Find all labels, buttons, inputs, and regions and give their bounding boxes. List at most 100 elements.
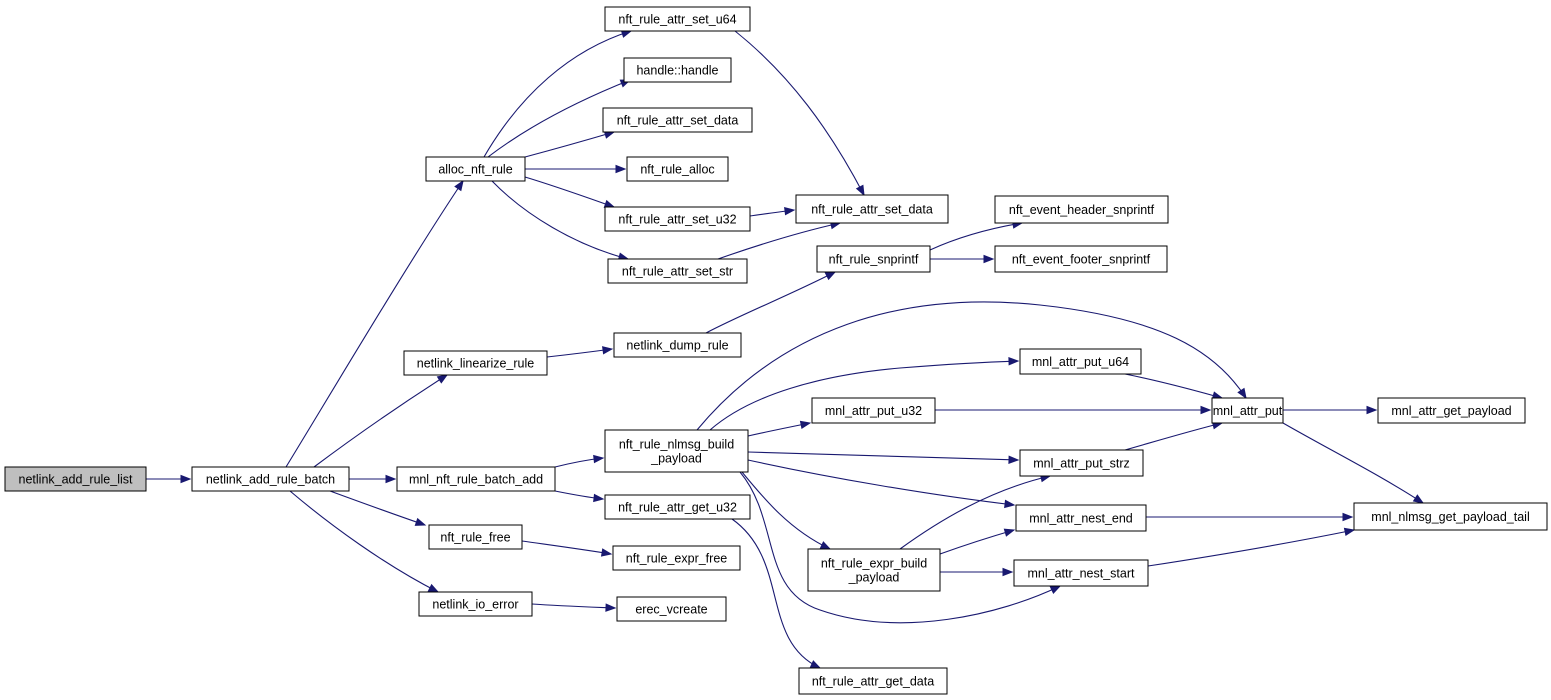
node-box[interactable] — [816, 245, 931, 273]
edge-nft_rule_nlmsg_build_payload-to-mnl_attr_nest_end — [747, 459, 1016, 509]
node-nft_event_header_snprintf[interactable]: nft_event_header_snprintf — [994, 195, 1169, 224]
arrowhead — [809, 660, 822, 669]
node-box[interactable] — [4, 466, 147, 492]
arrowhead — [855, 184, 865, 197]
node-box[interactable] — [994, 245, 1168, 273]
node-nft_event_footer_snprintf[interactable]: nft_event_footer_snprintf — [994, 245, 1168, 273]
node-box[interactable] — [191, 466, 350, 492]
edge-alloc_nft_rule-to-nft_rule_attr_set_u32 — [524, 176, 616, 208]
node-nft_rule_attr_get_u32[interactable]: nft_rule_attr_get_u32 — [604, 494, 751, 520]
node-box[interactable] — [1377, 397, 1526, 424]
edge-netlink_add_rule_batch-to-alloc_nft_rule — [285, 179, 464, 468]
edge-nft_rule_attr_set_u64-to-nft_rule_attr_set_data_b — [734, 30, 865, 197]
arrowhead — [784, 206, 796, 216]
edge-line — [696, 301, 1247, 431]
node-netlink_add_rule_list[interactable]: netlink_add_rule_list — [4, 466, 147, 492]
node-netlink_dump_rule[interactable]: netlink_dump_rule — [613, 332, 742, 358]
edge-line — [491, 180, 629, 260]
node-box[interactable] — [604, 429, 749, 473]
node-label: netlink_dump_rule — [626, 339, 728, 353]
node-nft_rule_expr_free[interactable]: nft_rule_expr_free — [612, 545, 741, 571]
node-nft_rule_attr_get_data[interactable]: nft_rule_attr_get_data — [798, 667, 948, 695]
node-mnl_nft_rule_batch_add[interactable]: mnl_nft_rule_batch_add — [396, 466, 556, 492]
edge-line — [717, 222, 841, 260]
node-box[interactable] — [607, 258, 748, 284]
node-box[interactable] — [798, 667, 948, 695]
node-box[interactable] — [613, 332, 742, 358]
edge-netlink_linearize_rule-to-netlink_dump_rule — [546, 346, 614, 358]
node-label: _payload — [650, 452, 702, 466]
edge-mnl_attr_nest_end-to-mnl_nlmsg_get_payload_tail — [1146, 512, 1354, 522]
node-nft_rule_attr_set_str[interactable]: nft_rule_attr_set_str — [607, 258, 748, 284]
node-label: handle::handle — [636, 64, 718, 78]
node-nft_rule_nlmsg_build_payload[interactable]: nft_rule_nlmsg_build_payload — [604, 429, 749, 473]
node-mnl_nlmsg_get_payload_tail[interactable]: mnl_nlmsg_get_payload_tail — [1353, 502, 1548, 531]
node-box[interactable] — [428, 524, 523, 550]
node-box[interactable] — [396, 466, 556, 492]
node-box[interactable] — [604, 6, 751, 32]
node-box[interactable] — [1015, 504, 1147, 532]
node-box[interactable] — [807, 548, 941, 592]
node-mnl_attr_get_payload[interactable]: mnl_attr_get_payload — [1377, 397, 1526, 424]
arrowhead — [603, 199, 616, 208]
arrowhead — [385, 474, 397, 484]
node-label: mnl_attr_put_strz — [1033, 457, 1130, 471]
node-nft_rule_snprintf[interactable]: nft_rule_snprintf — [816, 245, 931, 273]
node-box[interactable] — [626, 156, 729, 182]
node-netlink_linearize_rule[interactable]: netlink_linearize_rule — [403, 350, 548, 376]
node-handle_handle[interactable]: handle::handle — [623, 57, 732, 83]
node-mnl_attr_put[interactable]: mnl_attr_put — [1211, 397, 1284, 424]
arrowhead — [180, 474, 192, 484]
arrowhead — [436, 374, 449, 384]
node-box[interactable] — [1019, 449, 1144, 477]
node-erec_vcreate[interactable]: erec_vcreate — [616, 596, 727, 622]
node-box[interactable] — [612, 545, 741, 571]
node-box[interactable] — [616, 596, 727, 622]
arrowhead — [1008, 455, 1020, 464]
node-mnl_attr_put_u32[interactable]: mnl_attr_put_u32 — [811, 397, 936, 424]
node-box[interactable] — [403, 350, 548, 376]
node-box[interactable] — [811, 397, 936, 424]
node-mnl_attr_put_strz[interactable]: mnl_attr_put_strz — [1019, 449, 1144, 477]
edge-netlink_add_rule_batch-to-mnl_nft_rule_batch_add — [349, 474, 397, 484]
node-box[interactable] — [602, 107, 753, 133]
node-label: alloc_nft_rule — [438, 163, 512, 177]
node-box[interactable] — [418, 591, 533, 617]
node-box[interactable] — [795, 194, 949, 224]
arrowhead — [824, 271, 837, 281]
node-label: nft_rule_attr_get_data — [812, 675, 934, 689]
node-nft_rule_expr_build_payload[interactable]: nft_rule_expr_build_payload — [807, 548, 941, 592]
arrowhead — [615, 164, 627, 174]
node-label: erec_vcreate — [635, 603, 707, 617]
node-box[interactable] — [1353, 502, 1548, 531]
edge-line — [329, 490, 426, 526]
node-box[interactable] — [1019, 348, 1142, 375]
node-nft_rule_alloc[interactable]: nft_rule_alloc — [626, 156, 729, 182]
node-netlink_add_rule_batch[interactable]: netlink_add_rule_batch — [191, 466, 350, 492]
node-box[interactable] — [604, 206, 751, 232]
node-nft_rule_attr_set_data_a[interactable]: nft_rule_attr_set_data — [602, 107, 753, 133]
node-box[interactable] — [425, 156, 526, 182]
node-nft_rule_free[interactable]: nft_rule_free — [428, 524, 523, 550]
edge-line — [709, 360, 1019, 431]
arrowhead — [819, 541, 832, 550]
node-mnl_attr_put_u64[interactable]: mnl_attr_put_u64 — [1019, 348, 1142, 375]
node-label: netlink_io_error — [432, 598, 518, 612]
edge-line — [521, 540, 612, 555]
node-box[interactable] — [1211, 397, 1284, 424]
edge-line — [705, 271, 836, 334]
node-mnl_attr_nest_end[interactable]: mnl_attr_nest_end — [1015, 504, 1147, 532]
node-mnl_attr_nest_start[interactable]: mnl_attr_nest_start — [1013, 559, 1149, 587]
edge-nft_rule_nlmsg_build_payload-to-mnl_attr_nest_start — [739, 471, 1062, 624]
node-netlink_io_error[interactable]: netlink_io_error — [418, 591, 533, 617]
node-box[interactable] — [623, 57, 732, 83]
node-box[interactable] — [604, 494, 751, 520]
arrowhead — [1237, 387, 1247, 400]
edge-line — [546, 348, 613, 358]
node-nft_rule_attr_set_u32[interactable]: nft_rule_attr_set_u32 — [604, 206, 751, 232]
node-box[interactable] — [994, 195, 1169, 224]
node-alloc_nft_rule[interactable]: alloc_nft_rule — [425, 156, 526, 182]
node-box[interactable] — [1013, 559, 1149, 587]
node-nft_rule_attr_set_data_b[interactable]: nft_rule_attr_set_data — [795, 194, 949, 224]
node-nft_rule_attr_set_u64[interactable]: nft_rule_attr_set_u64 — [604, 6, 751, 32]
